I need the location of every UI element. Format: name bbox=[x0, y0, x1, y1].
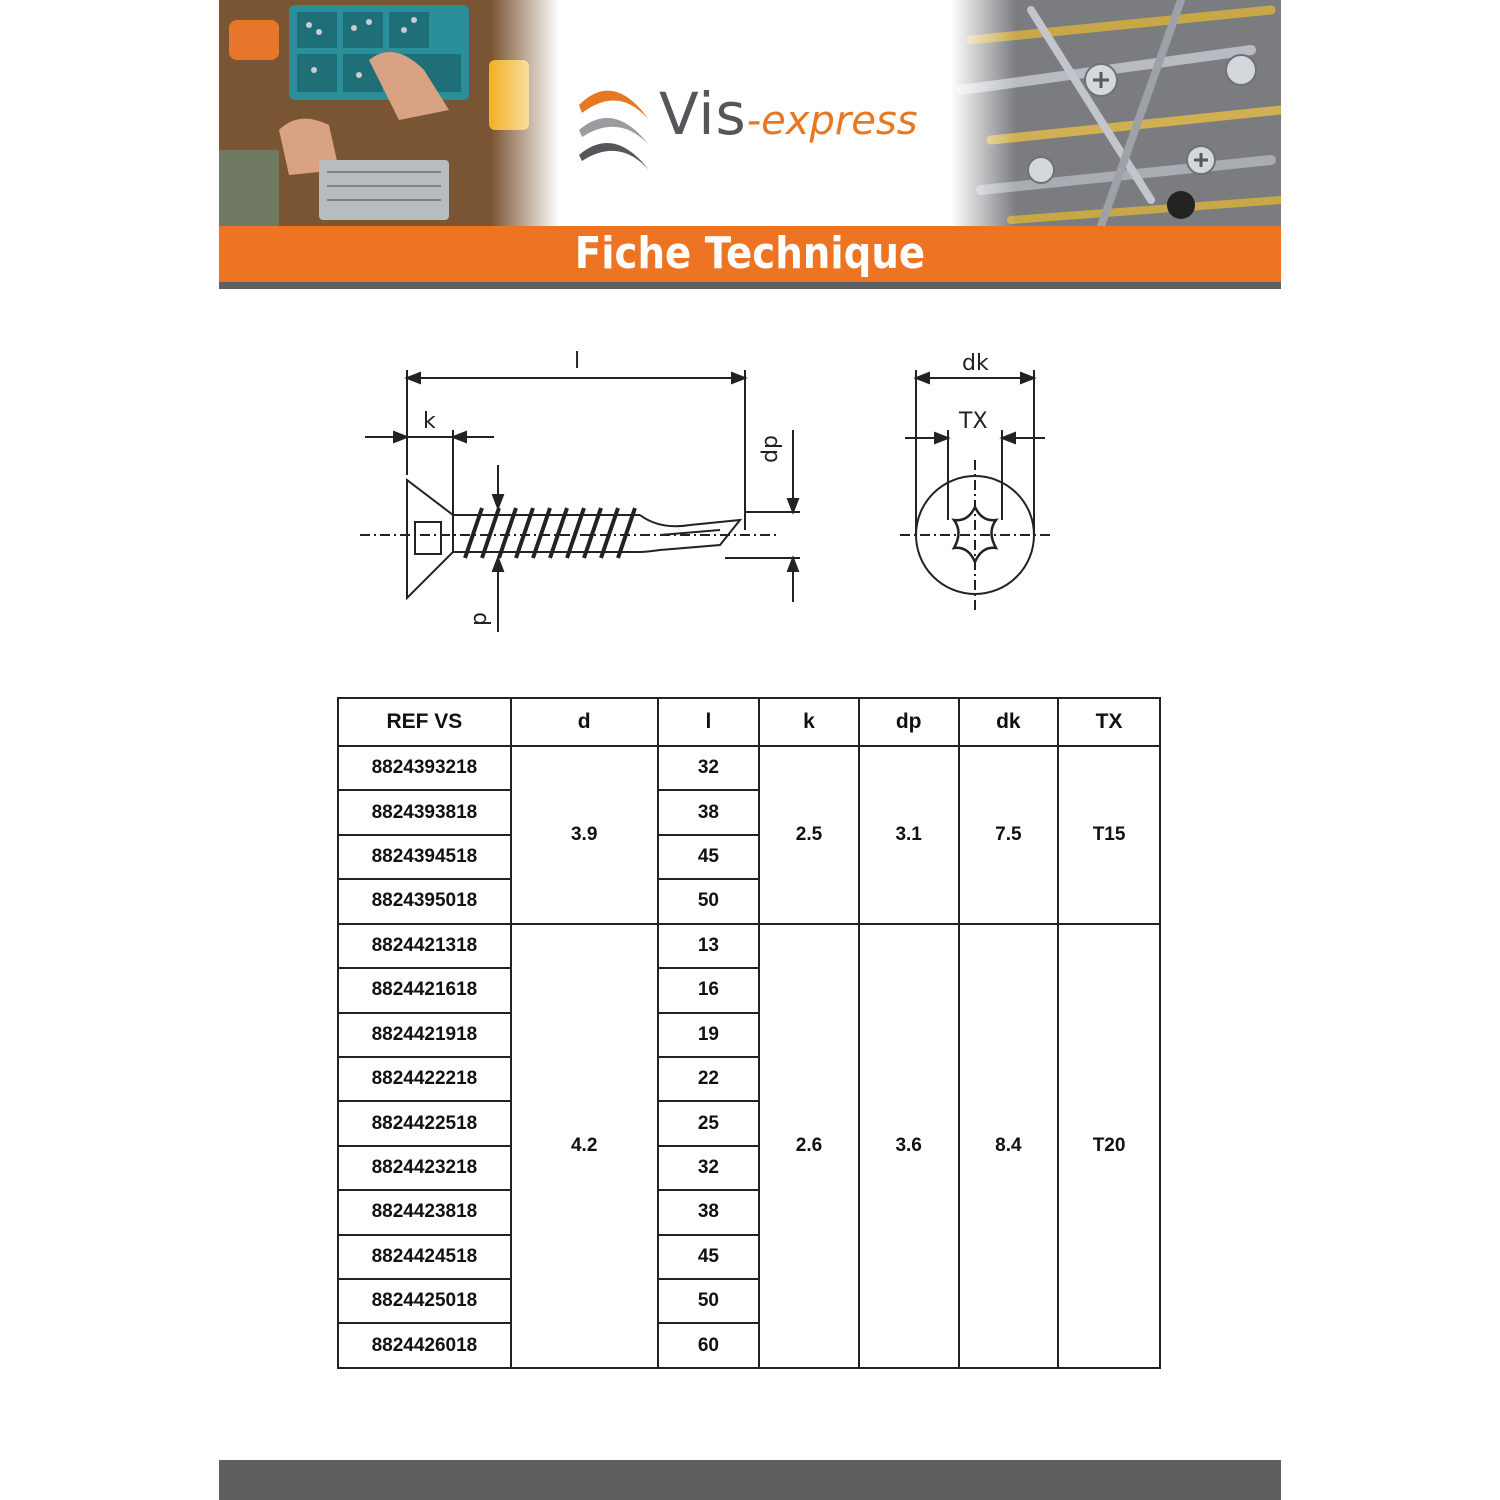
col-header-dk: dk bbox=[957, 697, 1060, 747]
dim-label-dk: dk bbox=[962, 351, 989, 376]
brand-logo-text: Vis-express bbox=[659, 80, 918, 148]
col-header-l: l bbox=[656, 697, 761, 747]
cell-l: 13 bbox=[656, 922, 761, 970]
table-row: 8824423218 32 bbox=[337, 1144, 1160, 1192]
cell-l: 19 bbox=[656, 1011, 761, 1058]
cell-ref: 8824393218 bbox=[337, 744, 512, 792]
title-bar: Fiche Technique bbox=[219, 226, 1281, 282]
table-row: 8824421318 4.2 13 2.6 3.6 8.4 T20 bbox=[337, 922, 1161, 1370]
cell-d: 3.9 bbox=[509, 745, 659, 925]
cell-dk: 8.4 bbox=[957, 922, 1060, 1370]
cell-l: 32 bbox=[656, 744, 761, 792]
table-row: 8824395018 50 bbox=[337, 878, 1160, 925]
vis-express-logo-icon bbox=[579, 90, 649, 170]
cell-dk: 7.5 bbox=[957, 745, 1060, 925]
workbench-photo bbox=[219, 0, 559, 226]
cell-l: 38 bbox=[656, 789, 761, 836]
dim-label-k: k bbox=[423, 409, 436, 434]
cell-dp: 3.6 bbox=[857, 922, 960, 1370]
page-title: Fiche Technique bbox=[574, 228, 926, 279]
cell-k: 2.6 bbox=[758, 922, 860, 1370]
table-row: 8824394518 45 bbox=[337, 833, 1160, 881]
cell-ref: 8824425018 bbox=[337, 1278, 512, 1325]
cell-l: 16 bbox=[656, 967, 761, 1014]
table-row: 8824424518 45 bbox=[337, 1233, 1160, 1281]
col-header-tx: TX bbox=[1057, 697, 1161, 747]
table-row: 8824423818 38 bbox=[337, 1189, 1160, 1236]
col-header-dp: dp bbox=[857, 697, 960, 747]
cell-k: 2.5 bbox=[758, 745, 860, 925]
cell-ref: 8824395018 bbox=[337, 878, 512, 925]
brand-suffix: -express bbox=[746, 98, 918, 144]
cell-l: 32 bbox=[656, 1144, 761, 1192]
table-row: 8824425018 50 bbox=[337, 1278, 1160, 1325]
table-row: 8824421618 16 bbox=[337, 967, 1160, 1014]
header-banner: Vis-express bbox=[219, 0, 1281, 226]
cell-ref: 8824422518 bbox=[337, 1100, 512, 1147]
table-header-row: REF VS d l k dp dk TX bbox=[337, 697, 1161, 747]
cell-l: 50 bbox=[656, 878, 761, 925]
cell-l: 22 bbox=[656, 1055, 761, 1103]
cell-ref: 8824421618 bbox=[337, 967, 512, 1014]
cell-l: 45 bbox=[656, 833, 761, 881]
cell-l: 50 bbox=[656, 1278, 761, 1325]
col-header-ref: REF VS bbox=[337, 697, 512, 747]
dim-label-dp: dp bbox=[759, 435, 784, 463]
dim-label-d: d bbox=[468, 612, 493, 626]
cell-ref: 8824422218 bbox=[337, 1055, 512, 1103]
cell-dp: 3.1 bbox=[857, 745, 960, 925]
cell-ref: 8824423818 bbox=[337, 1189, 512, 1236]
title-bar-divider bbox=[219, 282, 1281, 289]
screw-technical-drawing: l k dp d dk TX bbox=[360, 349, 1050, 632]
cell-l: 60 bbox=[656, 1322, 761, 1369]
table-row: 8824422518 25 bbox=[337, 1100, 1160, 1147]
cell-ref: 8824393818 bbox=[337, 789, 512, 836]
cell-ref: 8824421918 bbox=[337, 1011, 512, 1058]
cell-ref: 8824394518 bbox=[337, 833, 512, 881]
footer-bar bbox=[219, 1460, 1281, 1500]
cell-ref: 8824424518 bbox=[337, 1233, 512, 1281]
table-row: 8824421918 19 bbox=[337, 1011, 1160, 1058]
cell-l: 38 bbox=[656, 1189, 761, 1236]
brand-name: Vis bbox=[659, 80, 747, 148]
dim-label-tx: TX bbox=[958, 409, 988, 434]
screws-photo bbox=[951, 0, 1281, 226]
cell-ref: 8824423218 bbox=[337, 1144, 512, 1192]
cell-ref: 8824421318 bbox=[337, 922, 512, 970]
screw-head-front-view bbox=[900, 370, 1050, 610]
col-header-d: d bbox=[509, 697, 659, 747]
cell-tx: T20 bbox=[1057, 922, 1161, 1370]
cell-l: 45 bbox=[656, 1233, 761, 1281]
screw-side-view bbox=[360, 370, 800, 632]
table-row: 8824426018 60 bbox=[337, 1322, 1160, 1369]
table-row: 8824422218 22 bbox=[337, 1055, 1160, 1103]
cell-d: 4.2 bbox=[509, 922, 659, 1370]
table-row: 8824393218 3.9 32 2.5 3.1 7.5 T15 bbox=[337, 744, 1161, 925]
dim-label-l: l bbox=[574, 349, 580, 374]
table-row: 8824393818 38 bbox=[337, 789, 1160, 836]
cell-ref: 8824426018 bbox=[337, 1322, 512, 1369]
cell-tx: T15 bbox=[1057, 745, 1161, 925]
cell-l: 25 bbox=[656, 1100, 761, 1147]
col-header-k: k bbox=[758, 697, 860, 747]
spec-table: REF VS d l k dp dk TX 8824393218 3.9 32 … bbox=[337, 697, 1161, 1370]
